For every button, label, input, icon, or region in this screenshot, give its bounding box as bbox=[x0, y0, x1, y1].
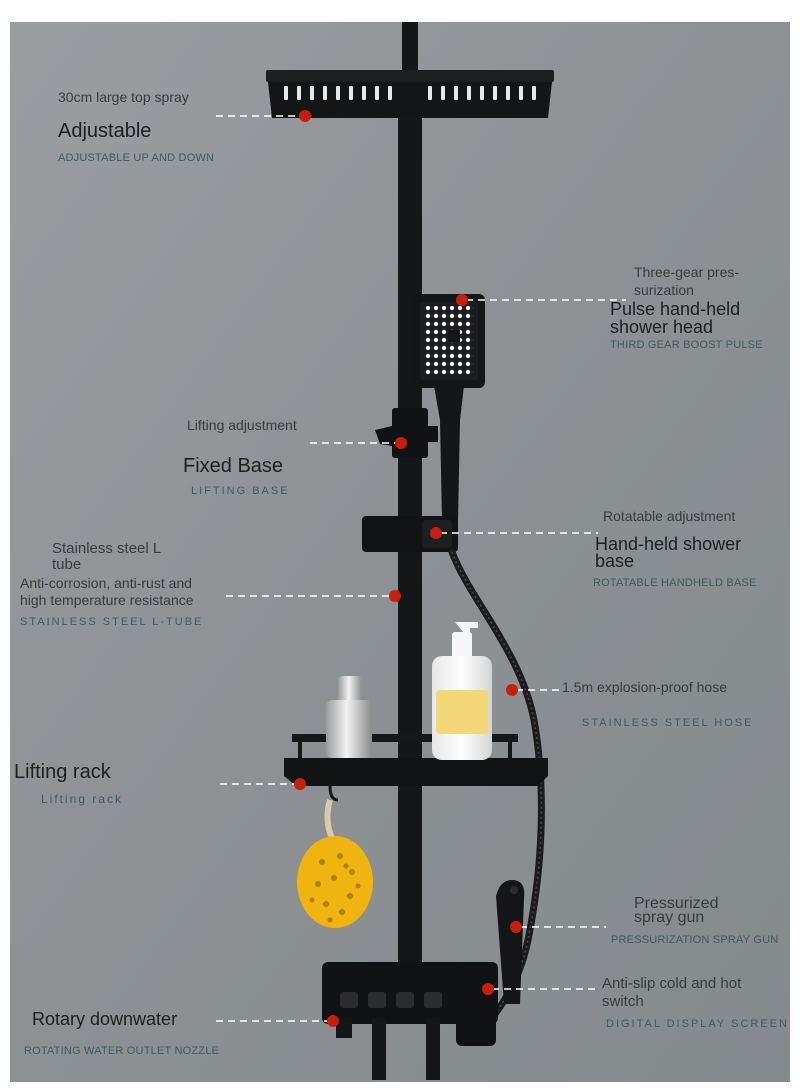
downwater-sub: ROTATING WATER OUTLET NOZZLE bbox=[24, 1045, 220, 1057]
handheld-base-title-2: base bbox=[595, 551, 635, 571]
marker-lifting-rack bbox=[294, 778, 306, 790]
spray-gun-title-2: spray gun bbox=[634, 909, 705, 926]
l-tube-sub: STAINLESS STEEL L-TUBE bbox=[20, 616, 204, 628]
bath-sponge bbox=[297, 799, 373, 928]
top-spray-title: Adjustable bbox=[58, 120, 152, 142]
l-tube-title-1: Stainless steel L bbox=[52, 540, 162, 557]
switch-title-1: Anti-slip cold and hot bbox=[602, 975, 742, 992]
hand-shower-sub: THIRD GEAR BOOST PULSE bbox=[610, 339, 763, 351]
marker-hand-shower bbox=[456, 294, 468, 306]
switch-title-2: switch bbox=[602, 993, 644, 1010]
mixer-valve-box bbox=[322, 962, 498, 1080]
marker-fixed-base bbox=[395, 437, 407, 449]
l-tube-title-2: tube bbox=[52, 556, 82, 573]
lifting-rack-title: Lifting rack bbox=[14, 761, 111, 783]
lifting-rack bbox=[284, 734, 548, 802]
callout-leader-lines bbox=[216, 115, 626, 1022]
downwater-title: Rotary downwater bbox=[32, 1009, 178, 1029]
l-tube-note-1: Anti-corrosion, anti-rust and bbox=[20, 575, 192, 591]
handheld-base-note: Rotatable adjustment bbox=[603, 508, 736, 524]
marker-spray-gun bbox=[510, 921, 522, 933]
callout-markers bbox=[294, 110, 522, 1027]
top-spray-note: 30cm large top spray bbox=[58, 89, 189, 105]
handheld-shower-head bbox=[413, 294, 485, 520]
hose-note: 1.5m explosion-proof hose bbox=[562, 679, 727, 695]
l-tube-note-2: high temperature resistance bbox=[20, 592, 194, 608]
marker-l-tube bbox=[389, 590, 401, 602]
fixed-base-note: Lifting adjustment bbox=[187, 417, 297, 433]
marker-top-spray bbox=[299, 110, 311, 122]
marker-handheld-base bbox=[430, 527, 442, 539]
spray-gun bbox=[496, 880, 525, 1004]
hand-shower-title-1: Pulse hand-held bbox=[610, 299, 741, 319]
top-spray-sub: ADJUSTABLE UP AND DOWN bbox=[58, 152, 215, 164]
silver-bottle bbox=[326, 676, 372, 758]
handheld-base-title-1: Hand-held shower bbox=[595, 534, 742, 554]
hand-shower-note-2: surization bbox=[634, 282, 694, 298]
lifting-rack-sub: Lifting rack bbox=[41, 792, 124, 806]
marker-hose bbox=[506, 684, 518, 696]
ceiling-pipe bbox=[402, 22, 418, 74]
hand-shower-title-2: shower head bbox=[610, 317, 714, 337]
rain-shower-head bbox=[266, 70, 554, 118]
spray-gun-title-1: Pressurized bbox=[634, 895, 719, 912]
hose-sub: STAINLESS STEEL HOSE bbox=[582, 717, 754, 729]
handheld-base-bracket bbox=[362, 516, 458, 552]
marker-switch bbox=[482, 983, 494, 995]
handheld-base-sub: ROTATABLE HANDHELD BASE bbox=[593, 577, 757, 589]
fixed-base-sub: LIFTING BASE bbox=[191, 485, 290, 497]
spray-gun-sub: PRESSURIZATION SPRAY GUN bbox=[611, 934, 779, 946]
switch-sub: DIGITAL DISPLAY SCREEN bbox=[606, 1018, 789, 1030]
lotion-bottle bbox=[432, 622, 492, 760]
hand-shower-note-1: Three-gear pres- bbox=[634, 264, 740, 280]
fixed-base-title: Fixed Base bbox=[183, 455, 284, 477]
marker-downwater bbox=[327, 1015, 339, 1027]
